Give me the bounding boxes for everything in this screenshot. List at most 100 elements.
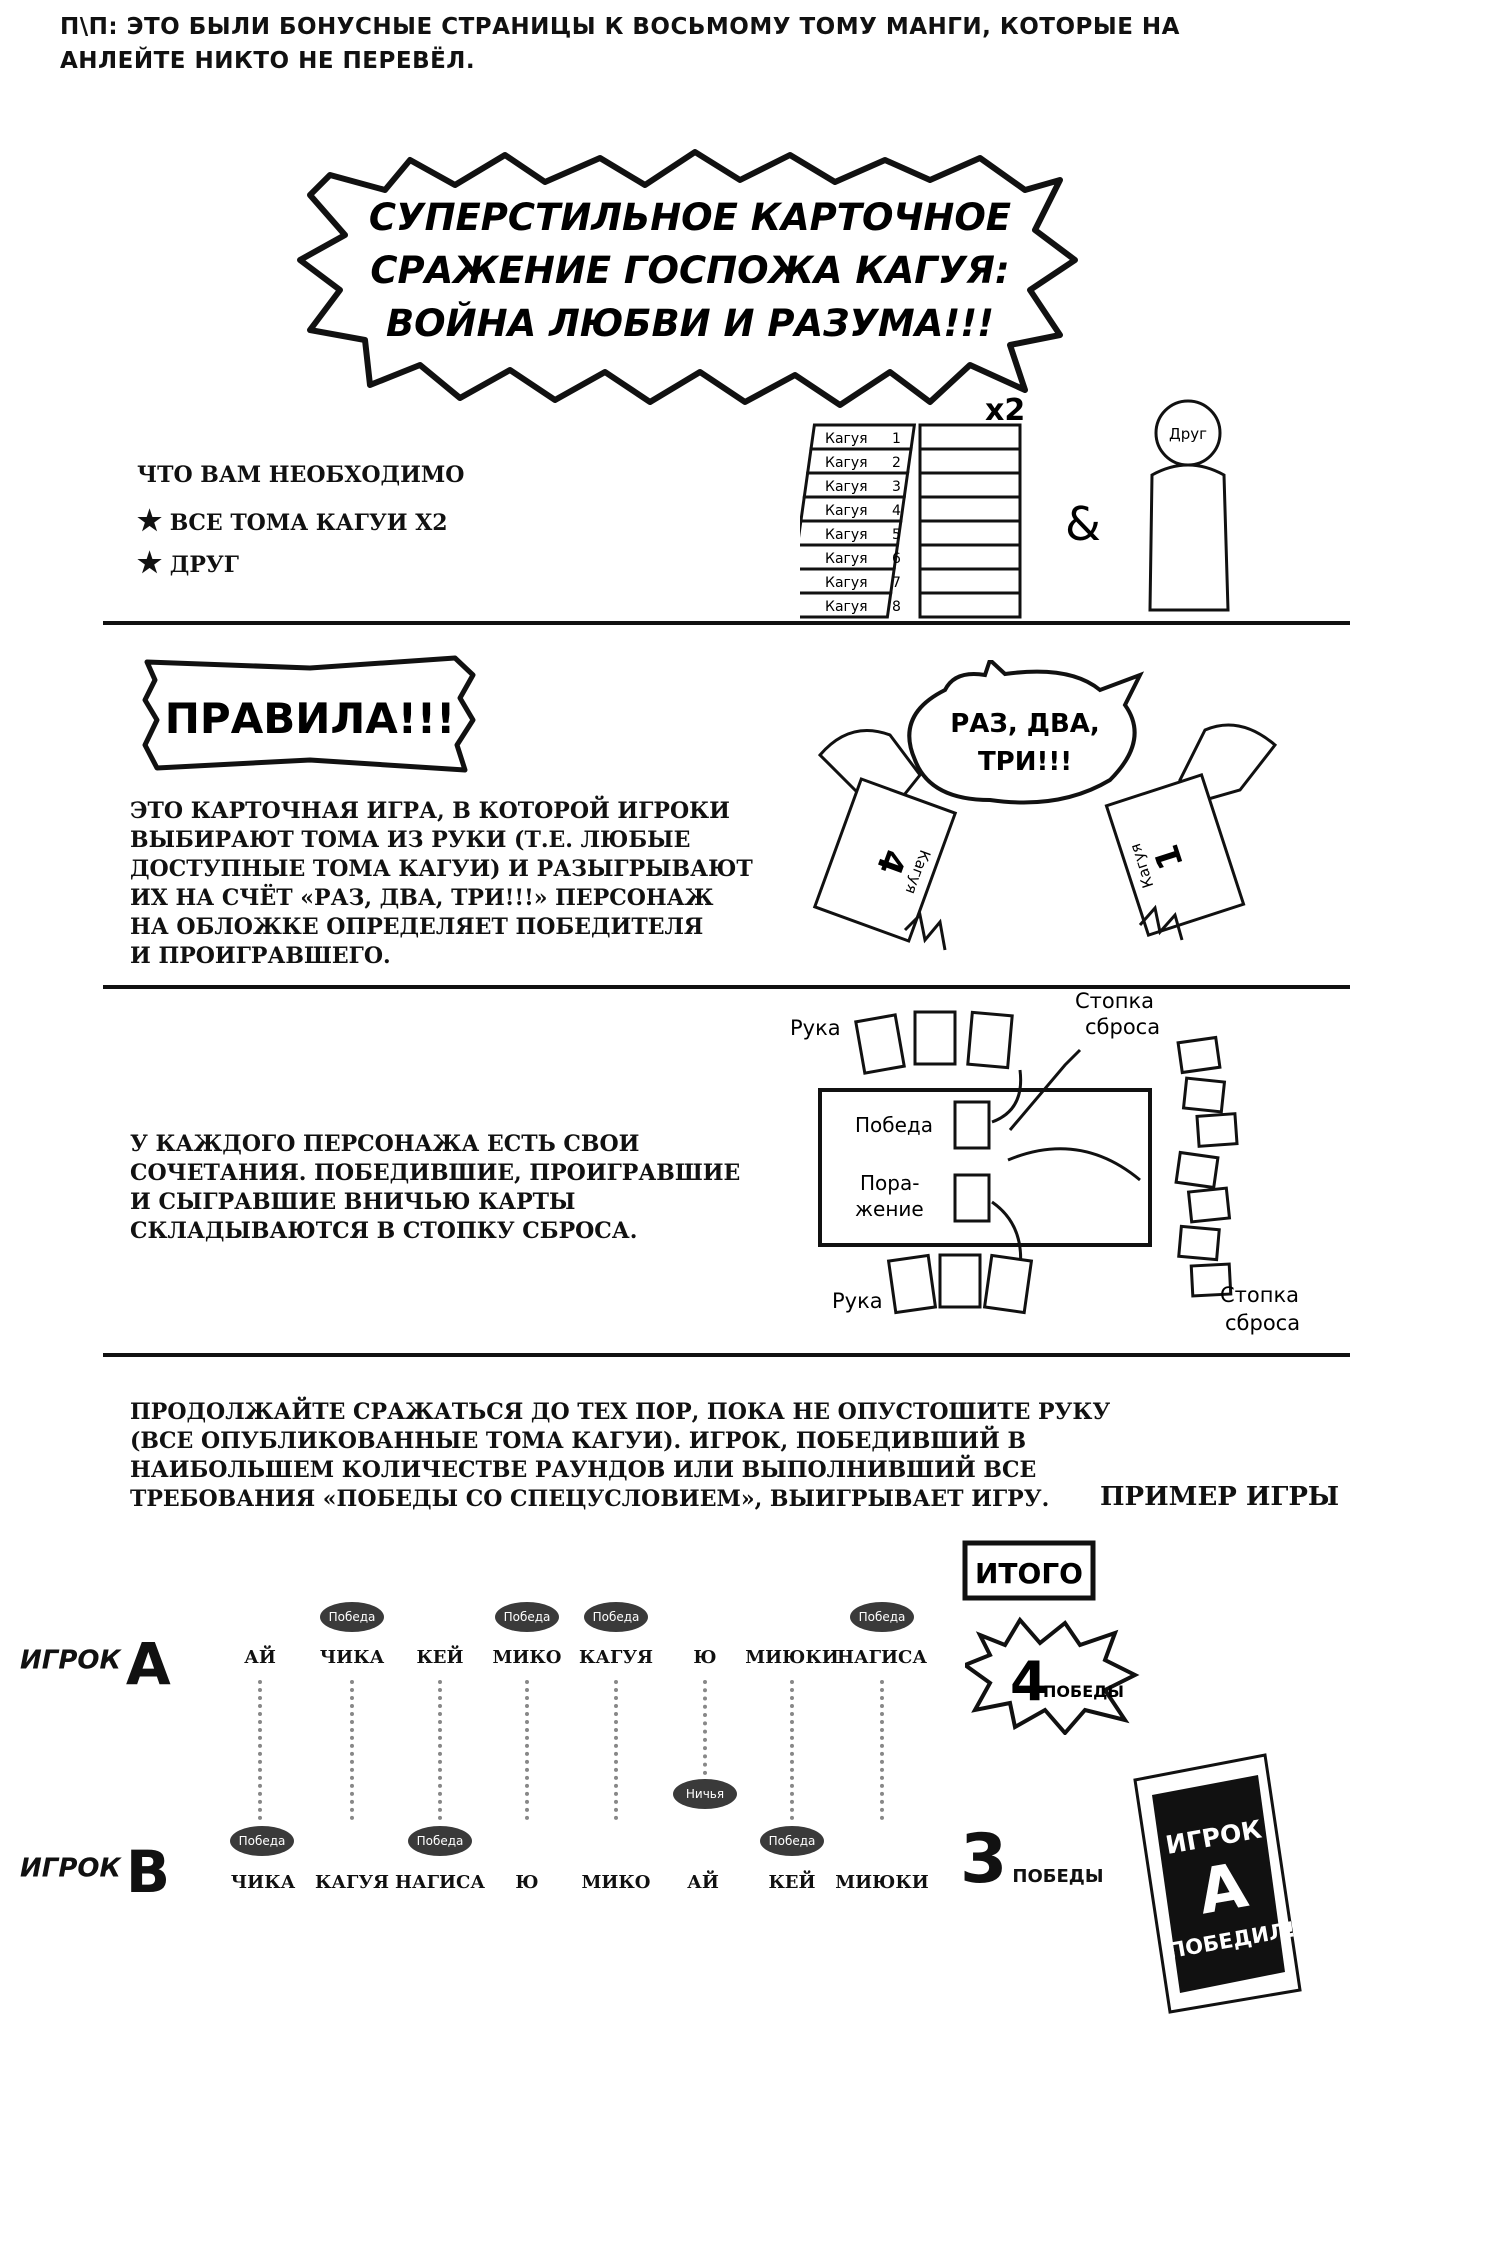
rules-text-line: ДОСТУПНЫЕ ТОМА КАГУИ) И РАЗЫГРЫВАЮТ: [130, 856, 753, 882]
player-b-letter: B: [125, 1838, 171, 1906]
discard-label-top-line2: сброса: [1085, 1015, 1160, 1039]
combos-text-line: И СЫГРАВШИЕ ВНИЧЬЮ КАРТЫ: [130, 1189, 576, 1215]
friend-figure: Друг: [1148, 399, 1230, 612]
table-diagram: Рука Стопка сброса Победа Пора- жение Ру…: [790, 990, 1300, 1335]
lose-label-line1: Пора-: [860, 1171, 919, 1195]
impact-spark-icon: [903, 911, 947, 951]
continue-text-line: ПРОДОЛЖАЙТЕ СРАЖАТЬСЯ ДО ТЕХ ПОР, ПОКА Н…: [130, 1399, 1111, 1425]
rules-text-line: ВЫБИРАЮТ ТОМА ИЗ РУКИ (Т.Е. ЛЮБЫЕ: [130, 827, 691, 853]
b-wins: 3 ПОБЕДЫ: [960, 1820, 1104, 1899]
player-a-card: КАГУЯ: [579, 1647, 653, 1668]
book-label: Кагуя: [825, 551, 868, 567]
player-a-letter: A: [125, 1630, 171, 1698]
translator-note-line1: П\П: ЭТО БЫЛИ БОНУСНЫЕ СТРАНИЦЫ К ВОСЬМО…: [60, 14, 1180, 40]
continue-text-line: НАИБОЛЬШЕМ КОЛИЧЕСТВЕ РАУНДОВ ИЛИ ВЫПОЛН…: [130, 1457, 1037, 1483]
player-b-card: АЙ: [687, 1872, 719, 1893]
player-a-card: НАГИСА: [836, 1647, 928, 1668]
dotted-connector: [525, 1680, 529, 1820]
title-line1: СУПЕРСТИЛЬНОЕ КАРТОЧНОЕ: [369, 196, 1011, 239]
book-number: 7: [892, 575, 901, 591]
dotted-connector: [350, 1680, 354, 1820]
player-a-card: МИКО: [492, 1647, 562, 1668]
lose-label-line2: жение: [855, 1197, 924, 1221]
book-number: 8: [892, 599, 901, 615]
discard-label-bottom-line2: сброса: [1225, 1311, 1300, 1335]
title-line3: ВОЙНА ЛЮБВИ И РАЗУМА!!!: [386, 301, 994, 345]
player-b-label: ИГРОК B: [20, 1838, 170, 1906]
title-line2: СРАЖЕНИЕ ГОСПОЖА КАГУЯ:: [370, 249, 1009, 292]
win-tag: Победа: [495, 1602, 559, 1632]
player-a-label: ИГРОК A: [20, 1630, 171, 1698]
draw-tag: Ничья: [673, 1779, 737, 1809]
book-label: Кагуя: [825, 431, 868, 447]
win-tag: Победа: [230, 1826, 294, 1856]
book-label: Кагуя: [825, 455, 868, 471]
player-b-card: КАГУЯ: [315, 1872, 389, 1893]
total-badge: ИТОГО: [962, 1540, 1096, 1601]
bubble-line1: РАЗ, ДВА,: [950, 709, 1100, 739]
translator-note: П\П: ЭТО БЫЛИ БОНУСНЫЕ СТРАНИЦЫ К ВОСЬМО…: [60, 10, 1180, 78]
win-tag: Победа: [760, 1826, 824, 1856]
rules-heading: ПРАВИЛА!!!: [165, 694, 455, 743]
rules-illustration: РАЗ, ДВА, ТРИ!!! 4 Кагуя 1 Кагуя: [812, 660, 1278, 951]
book-number: 1: [892, 431, 901, 447]
discard-label-bottom-line1: Стопка: [1220, 1283, 1299, 1307]
rules-heading-badge: ПРАВИЛА!!!: [142, 655, 476, 773]
combos-text-line: СОЧЕТАНИЯ. ПОБЕДИВШИЕ, ПРОИГРАВШИЕ: [130, 1160, 741, 1186]
player-a-card: ЧИКА: [319, 1647, 385, 1668]
player-a-card: КЕЙ: [416, 1647, 464, 1668]
rules-text-line: ИХ НА СЧЁТ «РАЗ, ДВА, ТРИ!!!» ПЕРСОНАЖ: [130, 885, 714, 911]
book-label: Кагуя: [825, 599, 868, 615]
a-wins-word: ПОБЕДЫ: [1043, 1682, 1124, 1701]
ampersand: &: [1065, 497, 1101, 551]
player-b-card: НАГИСА: [394, 1872, 486, 1893]
b-wins-number: 3: [960, 1820, 1008, 1899]
player-a-word: ИГРОК: [20, 1645, 121, 1676]
a-wins-number: 4: [1010, 1650, 1048, 1713]
book-stack-illustration: х2 Кагуя Кагуя Кагуя Кагуя Кагуя Кагуя К…: [800, 393, 1230, 619]
book-label: Кагуя: [825, 503, 868, 519]
player-a-card: АЙ: [244, 1647, 276, 1668]
book-number: 2: [892, 455, 901, 471]
rules-text-line: И ПРОИГРАВШЕГО.: [130, 943, 391, 969]
player-b-card: ЧИКА: [230, 1872, 296, 1893]
card-left: 4 Кагуя: [812, 777, 958, 943]
bubble-line2: ТРИ!!!: [978, 747, 1072, 777]
section-divider: [103, 1353, 1350, 1357]
player-b-card: МИКО: [581, 1872, 651, 1893]
dotted-connector: [258, 1680, 262, 1820]
rules-text-line: НА ОБЛОЖКЕ ОПРЕДЕЛЯЕТ ПОБЕДИТЕЛЯ: [130, 914, 704, 940]
player-b-card: МИЮКИ: [835, 1872, 929, 1893]
book-label: Кагуя: [825, 527, 868, 543]
dotted-connector: [614, 1680, 618, 1820]
player-b-card: Ю: [515, 1872, 539, 1893]
dotted-connector: [438, 1680, 442, 1820]
continue-text-line: (ВСЕ ОПУБЛИКОВАННЫЕ ТОМА КАГУИ). ИГРОК, …: [130, 1428, 1027, 1454]
player-a-card: МИЮКИ: [745, 1647, 839, 1668]
requirements-heading: ЧТО ВАМ НЕОБХОДИМО: [137, 462, 465, 488]
rules-text-line: ЭТО КАРТОЧНАЯ ИГРА, В КОТОРОЙ ИГРОКИ: [130, 798, 730, 824]
example-heading: ПРИМЕР ИГРЫ: [1100, 1482, 1340, 1512]
book-number: 5: [892, 527, 901, 543]
win-tag: Победа: [584, 1602, 648, 1632]
star-icon: ★: [137, 504, 163, 537]
section-divider: [103, 621, 1350, 625]
continue-text: ПРОДОЛЖАЙТЕ СРАЖАТЬСЯ ДО ТЕХ ПОР, ПОКА Н…: [130, 1398, 1110, 1514]
player-a-card: Ю: [693, 1647, 717, 1668]
star-icon: ★: [137, 546, 163, 579]
discard-label-top-line1: Стопка: [1075, 990, 1154, 1013]
win-tag: Победа: [850, 1602, 914, 1632]
dotted-connector: [880, 1680, 884, 1820]
translator-note-line2: АНЛЕЙТЕ НИКТО НЕ ПЕРЕВЁЛ.: [60, 48, 476, 74]
win-label: Победа: [855, 1113, 933, 1137]
a-wins-burst: 4 ПОБЕДЫ: [965, 1616, 1140, 1735]
player-b-word: ИГРОК: [20, 1853, 121, 1884]
requirement-item-friend: ★ ДРУГ: [137, 546, 239, 579]
book-number: 6: [892, 551, 901, 567]
dotted-connector: [703, 1680, 707, 1775]
book-number: 3: [892, 479, 901, 495]
book-label: Кагуя: [825, 575, 868, 591]
card-right: 1 Кагуя: [1104, 772, 1246, 938]
rules-text: ЭТО КАРТОЧНАЯ ИГРА, В КОТОРОЙ ИГРОКИ ВЫБ…: [130, 797, 753, 971]
total-heading: ИТОГО: [975, 1557, 1083, 1590]
